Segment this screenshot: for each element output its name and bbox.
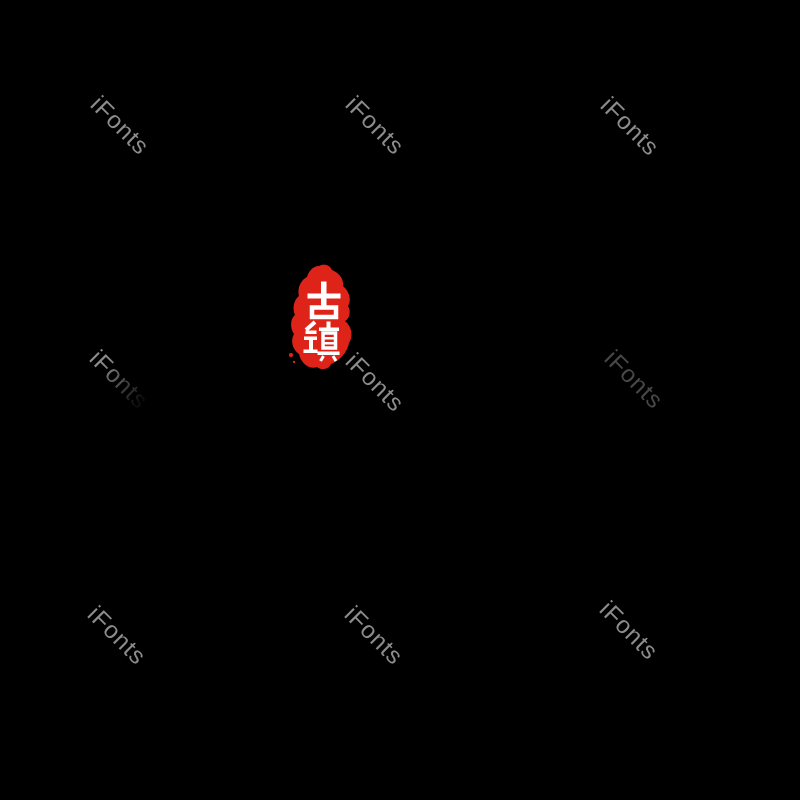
ifonts-watermark: iFonts <box>84 91 155 161</box>
char-zhen-strokes <box>303 320 340 362</box>
ink-splatter-dot <box>292 360 296 364</box>
ifonts-watermark: iFonts <box>598 345 669 415</box>
ink-splatter-dot <box>289 353 293 357</box>
seal-stamp-graphic <box>289 264 352 370</box>
ifonts-watermark: iFonts <box>81 601 152 671</box>
char-gu-strokes <box>307 281 341 320</box>
ifonts-watermark: iFonts <box>338 601 409 671</box>
ancient-town-seal-stamp: 古镇 <box>286 261 358 373</box>
ifonts-watermark: iFonts <box>339 91 410 161</box>
ifonts-watermark: iFonts <box>593 596 664 666</box>
ifonts-watermark: iFonts <box>83 345 154 415</box>
ifonts-watermark: iFonts <box>594 92 665 162</box>
